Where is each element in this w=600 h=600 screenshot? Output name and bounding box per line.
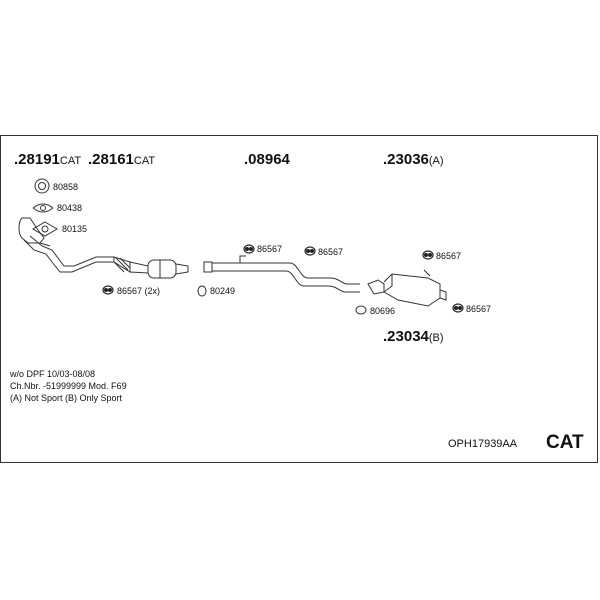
note-line-2: Ch.Nbr. -51999999 Mod. F69	[10, 381, 127, 391]
diagram-frame	[0, 135, 598, 463]
note-line-3: (A) Not Sport (B) Only Sport	[10, 393, 123, 403]
label-80438: 80438	[57, 203, 83, 213]
label-86567-d: 86567	[466, 304, 492, 314]
label-86567-a: 86567	[257, 244, 283, 254]
part-28161[interactable]: .28161CAT	[88, 151, 156, 168]
flex-section-part[interactable]	[113, 256, 131, 273]
label-80249: 80249	[210, 286, 236, 296]
rubber-hanger-icon[interactable]	[102, 285, 114, 295]
part-28191[interactable]: .28191CAT	[14, 151, 82, 168]
rubber-hanger-icon[interactable]	[422, 250, 434, 260]
sealing-ring-icon[interactable]	[355, 305, 367, 315]
part-23036[interactable]: .23036(A)	[383, 151, 444, 168]
kit-code: OPH17939AA	[448, 438, 518, 450]
label-86567-2x: 86567 (2x)	[117, 286, 161, 296]
middle-pipe-part[interactable]	[203, 255, 360, 293]
note-line-1: w/o DPF 10/03-08/08	[10, 369, 96, 379]
clamp-ring-icon[interactable]	[197, 285, 207, 297]
part-23034[interactable]: .23034(B)	[383, 328, 444, 345]
rubber-hanger-icon[interactable]	[243, 244, 255, 254]
front-pipe-part[interactable]	[18, 217, 114, 273]
part-08964[interactable]: .08964	[244, 151, 290, 168]
clamp-icon[interactable]	[32, 203, 54, 213]
label-80135: 80135	[62, 224, 88, 234]
category-label: CAT	[546, 432, 584, 453]
catalytic-converter-part[interactable]	[129, 259, 189, 279]
label-86567-c: 86567	[436, 251, 462, 261]
label-80858: 80858	[53, 182, 79, 192]
rear-muffler-part[interactable]	[367, 269, 447, 307]
rubber-hanger-icon[interactable]	[304, 246, 316, 256]
rubber-hanger-icon[interactable]	[452, 303, 464, 313]
label-86567-b: 86567	[318, 247, 344, 257]
flange-gasket-icon[interactable]	[32, 221, 58, 237]
label-80696: 80696	[370, 306, 396, 316]
gasket-ring-icon[interactable]	[34, 178, 50, 194]
